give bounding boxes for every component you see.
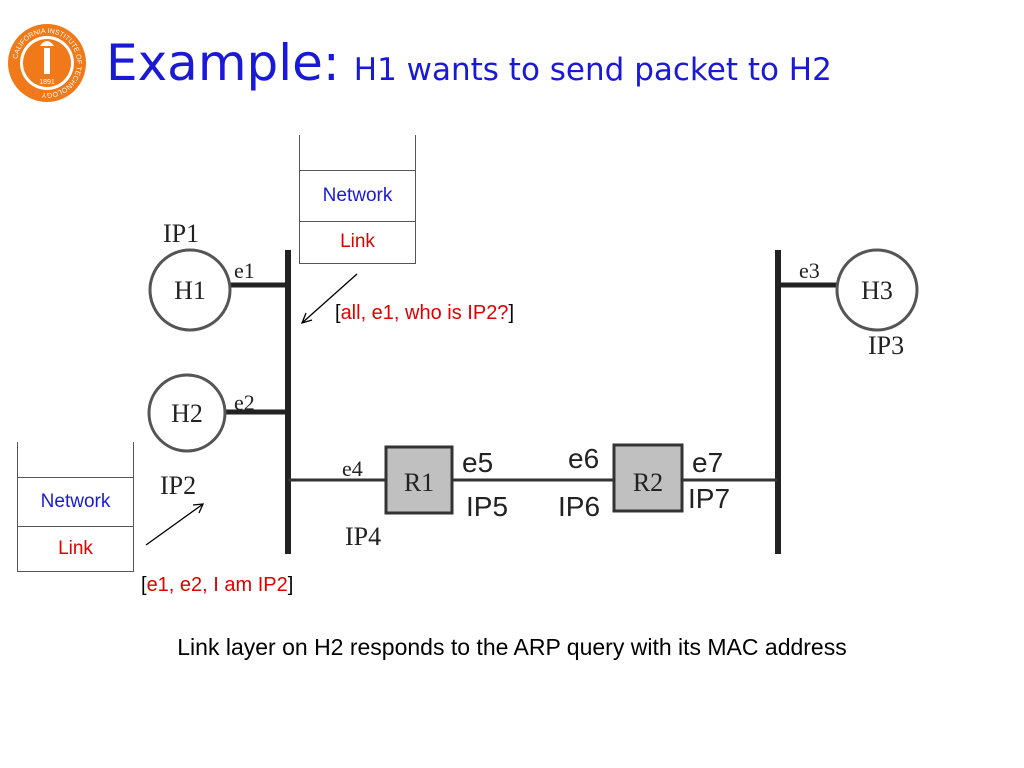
ip6-label: IP6 xyxy=(558,491,600,522)
h1-stack-network: Network xyxy=(299,170,416,222)
h1-stack-upper xyxy=(299,135,416,171)
host-h3-ip: IP3 xyxy=(868,331,904,360)
h2-stack-network-label: Network xyxy=(40,491,111,512)
iface-e2: e2 xyxy=(234,390,255,415)
arp-reply-open: [ xyxy=(141,574,147,596)
ip4-label: IP4 xyxy=(345,522,381,551)
arp-query-close: ] xyxy=(508,302,514,324)
caltech-seal-logo: CALIFORNIA INSTITUTE OF TECHNOLOGY 1891 xyxy=(8,24,86,102)
host-h3-label: H3 xyxy=(861,276,893,305)
slide-caption: Link layer on H2 responds to the ARP que… xyxy=(177,634,847,660)
h2-stack-link-label: Link xyxy=(58,538,93,559)
iface-e5: e5 xyxy=(462,447,493,478)
title-sub: H1 wants to send packet to H2 xyxy=(353,52,832,88)
iface-e3: e3 xyxy=(799,258,820,283)
h1-stack-link: Link xyxy=(299,221,416,264)
arp-reply-message: [e1, e2, I am IP2] xyxy=(141,574,293,597)
arp-query-message: [all, e1, who is IP2?] xyxy=(335,302,514,325)
h1-stack-link-label: Link xyxy=(340,231,375,252)
iface-e7: e7 xyxy=(692,447,723,478)
iface-e6: e6 xyxy=(568,443,599,474)
iface-e4: e4 xyxy=(342,456,363,481)
h1-stack-network-label: Network xyxy=(322,185,393,206)
iface-e1: e1 xyxy=(234,258,255,283)
router-r2 xyxy=(612,443,684,513)
svg-text:1891: 1891 xyxy=(39,79,55,86)
ip5-label: IP5 xyxy=(466,491,508,522)
ip7-label: IP7 xyxy=(688,483,730,514)
title-main: Example: xyxy=(106,34,340,92)
host-h2 xyxy=(147,373,227,453)
host-h3 xyxy=(835,248,919,332)
reply-arrow xyxy=(145,503,204,546)
arp-reply-text: e1, e2, I am IP2 xyxy=(146,574,288,596)
router-r1 xyxy=(384,445,454,515)
router-r1-label: R1 xyxy=(404,468,434,497)
host-h1 xyxy=(148,248,232,332)
arp-reply-close: ] xyxy=(287,574,294,596)
host-h1-label: H1 xyxy=(174,276,206,305)
host-h2-ip: IP2 xyxy=(160,471,196,500)
h2-stack-network: Network xyxy=(17,477,134,527)
h2-stack-link: Link xyxy=(17,526,134,572)
slide-title: Example: H1 wants to send packet to H2 xyxy=(106,34,832,92)
arp-query-text: all, e1, who is IP2? xyxy=(340,302,509,324)
router-r2-label: R2 xyxy=(633,468,663,497)
host-h2-label: H2 xyxy=(171,399,203,428)
arp-query-open: [ xyxy=(335,302,341,324)
h2-stack-upper xyxy=(17,442,134,478)
host-h1-ip: IP1 xyxy=(163,219,199,248)
query-arrow xyxy=(301,273,358,324)
